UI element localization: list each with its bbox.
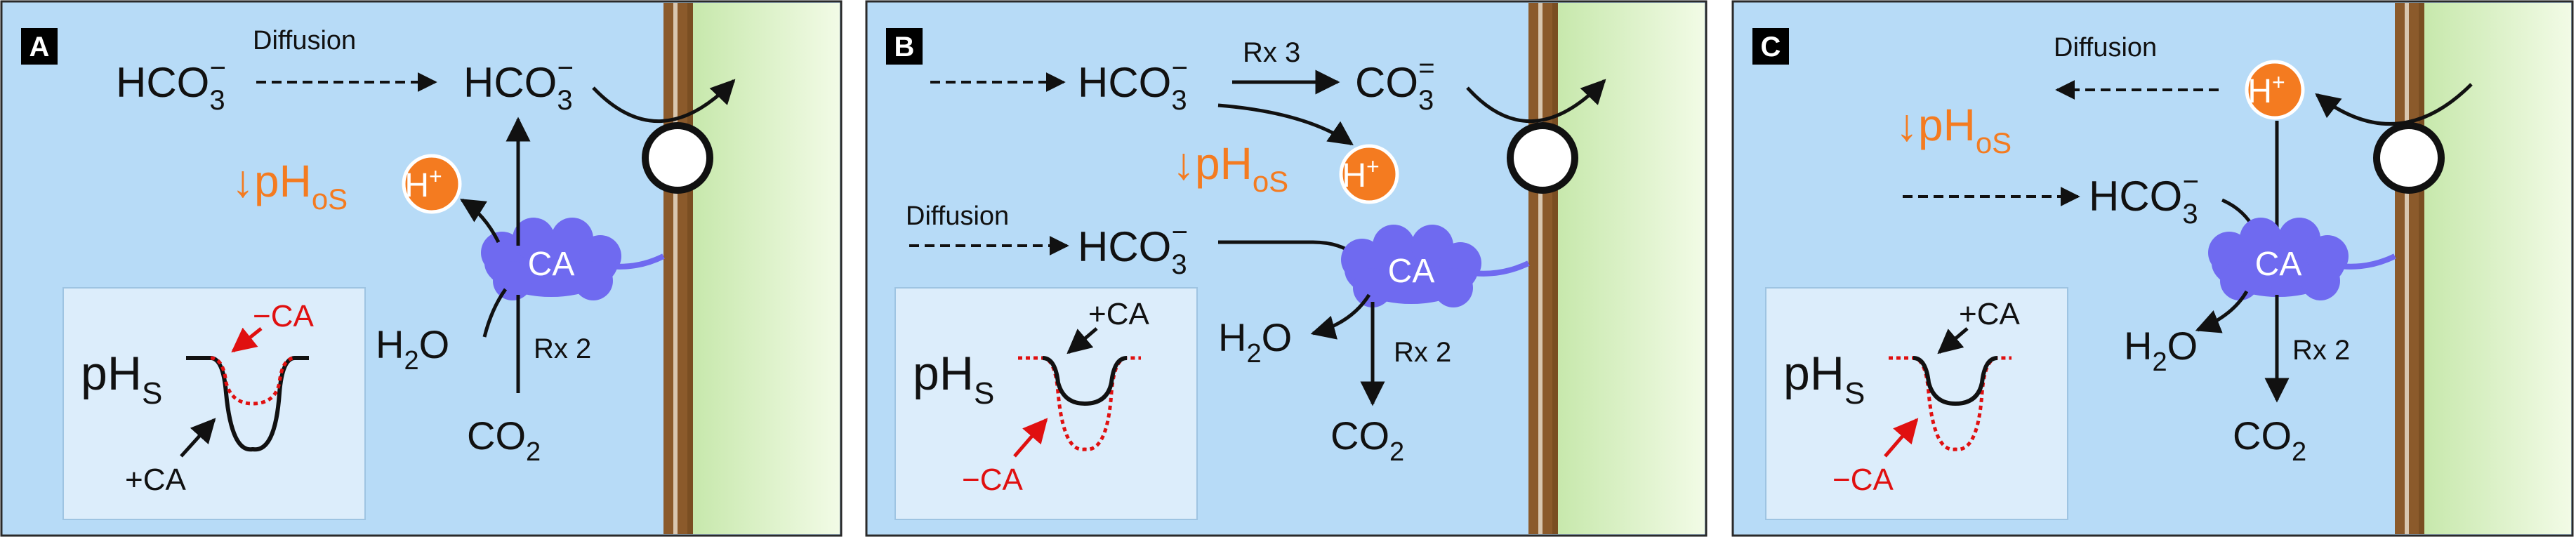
panel-label-box <box>21 28 58 65</box>
transporter-arrow <box>1466 79 1606 124</box>
panel-label: A <box>29 32 50 62</box>
rx3-label: Rx 3 <box>1243 37 1300 68</box>
inset-box <box>1765 287 2068 520</box>
inset-box <box>894 287 1198 520</box>
transporter <box>642 122 713 194</box>
bicarbonate-surface-label: HCO3− <box>1078 53 1188 116</box>
panel-a: A HCO3− Diffusion HCO3− ↓pHoS H+ CA <box>0 0 843 537</box>
ph-os-label: ↓pHoS <box>1896 100 2012 159</box>
cell-membrane <box>1528 3 1558 534</box>
transporter-arrow <box>592 79 736 124</box>
cell-interior <box>2424 3 2571 534</box>
ph-s-label: pHS <box>81 347 162 411</box>
rx2-label: Rx 2 <box>534 333 591 364</box>
ph-os-label: ↓pHoS <box>1173 138 1288 198</box>
proton-label: H+ <box>2247 69 2285 110</box>
bicarbonate-label: HCO3− <box>116 53 226 116</box>
plus-ca-label: +CA <box>125 463 186 497</box>
ph-s-label: pHS <box>1783 347 1865 411</box>
curve-plus-ca <box>1042 356 1128 406</box>
arrow-ca-to-h2o <box>1310 293 1371 340</box>
proton-label: H+ <box>1342 154 1379 194</box>
diffusion-label: Diffusion <box>906 201 1009 231</box>
rx2-label: Rx 2 <box>1394 337 1451 368</box>
ca-label: CA <box>2255 246 2302 283</box>
transporter <box>1507 122 1578 194</box>
minus-ca-pointer <box>1884 418 1919 458</box>
bicarbonate-label: HCO3− <box>1078 217 1188 280</box>
minus-ca-label: −CA <box>1832 463 1894 497</box>
h2o-label: H2O <box>1218 315 1292 369</box>
h2o-label: H2O <box>2124 324 2198 377</box>
curve-minus-ca <box>210 356 296 406</box>
h2o-line <box>482 288 508 338</box>
cell-interior <box>692 3 840 534</box>
bicarbonate-label: HCO3− <box>2089 166 2199 230</box>
ph-os-label: ↓pHoS <box>232 156 348 216</box>
proton-icon <box>1339 144 1399 204</box>
proton-icon <box>402 154 462 214</box>
arrow-to-proton <box>1217 103 1354 146</box>
rx2-label: Rx 2 <box>2292 335 2350 366</box>
h2o-label: H2O <box>376 322 449 376</box>
panel-c: C Diffusion H+ ↓pHoS HCO3− CA H2O Rx 2 C… <box>1731 0 2574 537</box>
ca-enzyme <box>481 218 621 300</box>
cell-membrane <box>2395 3 2424 534</box>
plus-ca-label: +CA <box>1088 297 1149 331</box>
panel-label: C <box>1761 32 1781 62</box>
ca-enzyme <box>1341 225 1481 307</box>
plus-ca-label: +CA <box>1959 297 2020 331</box>
co2-label: CO2 <box>2233 413 2306 467</box>
plus-ca-pointer <box>1066 327 1098 354</box>
ca-enzyme <box>2208 218 2349 300</box>
arrow-ca-to-h2o <box>2195 290 2249 333</box>
arrow-ca-to-proton <box>460 198 501 244</box>
ca-label: CA <box>1388 253 1435 290</box>
inset-box <box>62 287 366 520</box>
minus-ca-pointer <box>1013 418 1048 458</box>
ca-label: CA <box>528 246 575 283</box>
minus-ca-label: −CA <box>253 299 314 333</box>
co2-label: CO2 <box>1330 413 1404 467</box>
plus-ca-pointer <box>180 418 216 458</box>
curve-plus-ca <box>1913 356 1998 406</box>
co2-label: CO2 <box>467 413 541 467</box>
panel-label-box <box>886 28 923 65</box>
diffusion-label: Diffusion <box>2054 33 2157 62</box>
transporter <box>2373 122 2445 194</box>
carbonate-label: CO3= <box>1355 53 1435 116</box>
diffusion-label: Diffusion <box>253 26 356 55</box>
proton-icon <box>2245 60 2305 120</box>
minus-ca-label: −CA <box>962 463 1023 497</box>
cell-membrane <box>663 3 693 534</box>
bicarbonate-surface-label: HCO3− <box>463 53 574 116</box>
minus-ca-pointer <box>231 327 263 353</box>
panel-b: B HCO3− Rx 3 CO3= ↓pHoS H+ Diffusion HCO… <box>865 0 1708 537</box>
cell-interior <box>1557 3 1705 534</box>
transporter-arrow <box>2315 83 2473 126</box>
panel-label-box <box>1752 28 1789 65</box>
panel-label: B <box>894 32 915 62</box>
plus-ca-pointer <box>1937 327 1969 354</box>
proton-label: H+ <box>404 164 442 204</box>
ph-s-label: pHS <box>913 347 994 411</box>
